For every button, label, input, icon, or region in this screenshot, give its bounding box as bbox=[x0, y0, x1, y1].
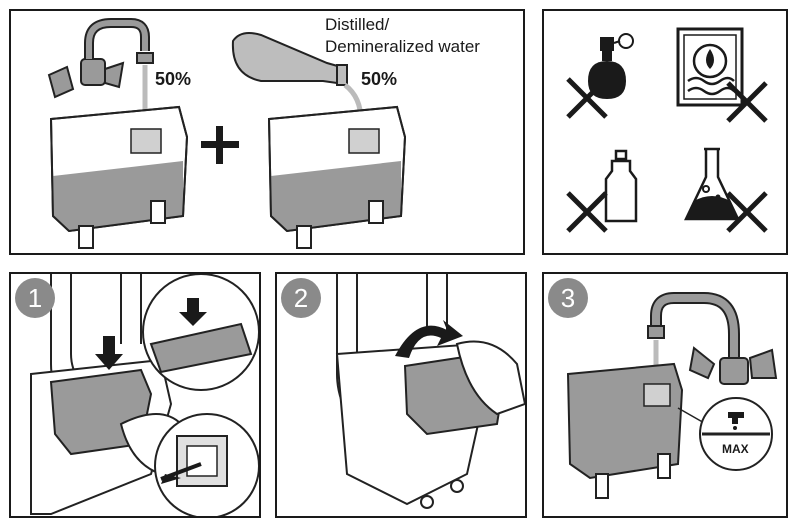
fill-tank-to-max-illustration bbox=[566, 292, 778, 499]
step-number-badge: 1 bbox=[15, 278, 55, 318]
distilled-water-ratio: 50% bbox=[361, 69, 398, 89]
step-number-badge: 2 bbox=[281, 278, 321, 318]
tap-water-ratio: 50% bbox=[155, 69, 192, 89]
distilled-water-caption-line1: Distilled/ bbox=[325, 15, 390, 34]
unplug-and-remove-tank-illustration bbox=[30, 274, 259, 516]
prohibited-cross-icon bbox=[726, 81, 768, 123]
lift-tank-illustration bbox=[335, 274, 525, 509]
distilled-water-caption-line2: Demineralized water bbox=[325, 37, 480, 56]
water-bottle-icon bbox=[231, 32, 348, 86]
mixing-illustration bbox=[47, 18, 407, 249]
mixing-instructions-panel: 50% Distilled/ Demineralized water 50% bbox=[9, 9, 525, 255]
step-1-panel: 1 bbox=[9, 272, 261, 518]
water-tank bbox=[566, 362, 684, 499]
prohibited-cross-icon bbox=[566, 77, 608, 119]
prohibited-additives-panel bbox=[542, 9, 788, 255]
water-tank-left bbox=[49, 105, 189, 249]
detergent-bottle-icon bbox=[604, 149, 638, 223]
max-level-zoom bbox=[699, 397, 773, 471]
step-number-badge: 3 bbox=[548, 278, 588, 318]
tap-icon bbox=[647, 292, 778, 385]
water-tank-right bbox=[267, 105, 407, 249]
step-3-panel: 3 MAX bbox=[542, 272, 788, 518]
max-level-label: MAX bbox=[722, 442, 749, 456]
tap-icon bbox=[47, 18, 154, 99]
prohibited-cross-icon bbox=[726, 191, 768, 233]
plus-icon bbox=[201, 126, 239, 164]
descaler-icon bbox=[676, 27, 744, 107]
chemical-flask-icon bbox=[684, 147, 740, 221]
prohibited-cross-icon bbox=[566, 191, 608, 233]
step-2-panel: 2 bbox=[275, 272, 527, 518]
